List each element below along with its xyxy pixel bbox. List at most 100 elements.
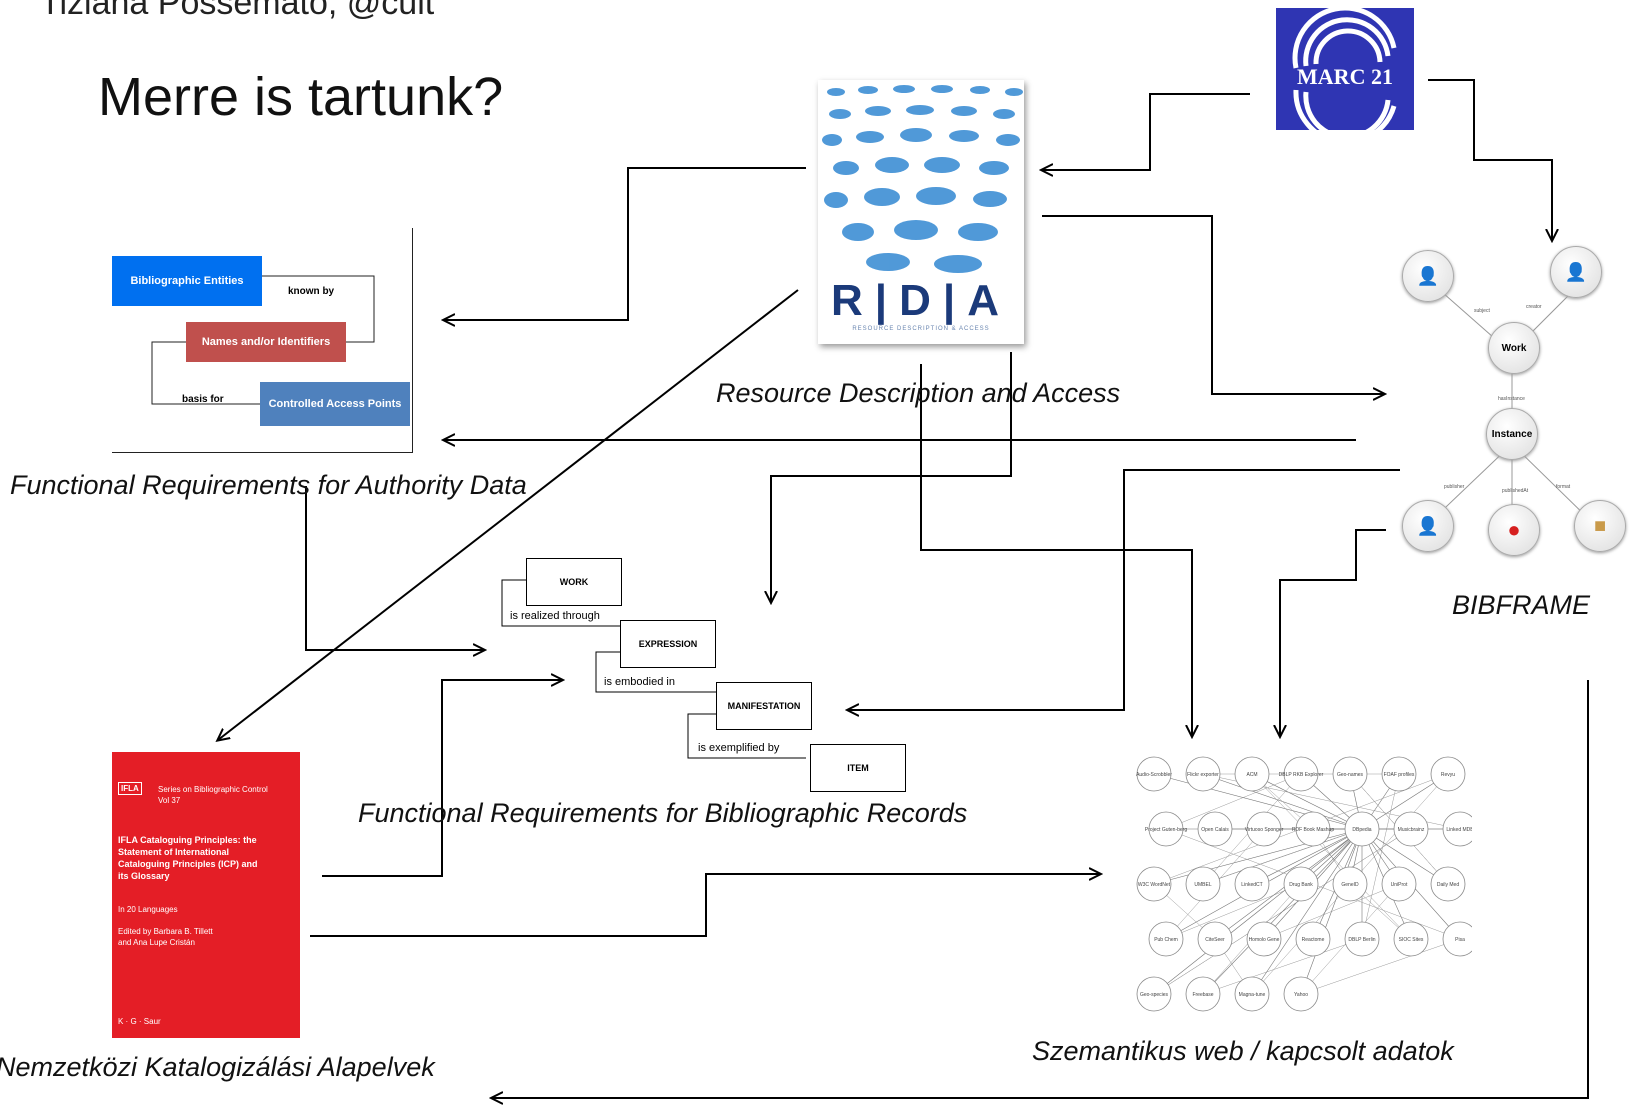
icp-book-cover: IFLA Series on Bibliographic Control Vol…	[112, 752, 300, 1038]
lod-node-label: Yahoo	[1294, 992, 1308, 998]
bibframe-format-node: ■	[1574, 500, 1626, 552]
bibframe-work-node: Work	[1488, 322, 1540, 374]
arrow-icp-to-frbr	[322, 680, 562, 877]
lod-node-label: CiteSeer	[1205, 937, 1225, 943]
caption-frad: Functional Requirements for Authority Da…	[10, 470, 527, 500]
page-title: Merre is tartunk?	[98, 67, 504, 127]
lod-node-label: Magna-tune	[1239, 992, 1266, 998]
arrow-bibframe-to-icp	[492, 680, 1589, 1098]
lod-node-label: Virtuoso Sponger	[1245, 827, 1284, 833]
lod-node	[1283, 976, 1319, 1012]
lod-node-label: W3C WordNet	[1138, 882, 1171, 888]
arrow-marc-to-rda	[1042, 93, 1250, 170]
icp-book-title: IFLA Cataloguing Principles: the Stateme…	[118, 835, 258, 881]
lod-node-label: Homolo Gene	[1249, 937, 1280, 943]
author-line: Tiziana Possemato, @cult	[40, 0, 435, 22]
lod-node	[1197, 921, 1233, 957]
lod-node	[1393, 811, 1429, 847]
frbr-diagram: WORK is realized through EXPRESSION is e…	[496, 556, 916, 796]
icp-ifla-logo: IFLA	[118, 782, 142, 795]
frad-connectors	[151, 275, 375, 405]
bibframe-format-label: format	[1556, 484, 1571, 490]
lod-node	[1430, 866, 1466, 902]
lod-node	[1234, 866, 1270, 902]
arrow-rda-to-frbr	[771, 352, 1012, 602]
lod-node-label: DBLP RKB Explorer	[1279, 772, 1324, 778]
bibframe-publisher-node: 👤	[1402, 500, 1454, 552]
lod-node-label: UMBEL	[1194, 882, 1211, 888]
lod-node-label: Musicbrainz	[1398, 827, 1425, 833]
arrow-bibframe-to-frbr	[848, 469, 1400, 710]
lod-node	[1136, 866, 1172, 902]
lod-node-label: Geo-names	[1337, 772, 1364, 778]
bibframe-creator-node: 👤	[1550, 246, 1602, 298]
lod-node-label: Daily Med	[1437, 882, 1459, 888]
frad-basis-for-label: basis for	[182, 394, 224, 405]
icp-volume: Vol 37	[158, 796, 181, 805]
lod-node-label: Flickr exporter	[1187, 772, 1219, 778]
lod-node-label: UniProt	[1391, 882, 1408, 888]
lod-node-label: LinkedCT	[1241, 882, 1262, 888]
caption-rda: Resource Description and Access	[716, 378, 1121, 408]
rda-cover-image: R|D|A RESOURCE DESCRIPTION & ACCESS	[818, 80, 1024, 344]
lod-node-label: Audio-Scrobbler	[1136, 772, 1172, 778]
bibframe-subject-node: 👤	[1402, 250, 1454, 302]
frbr-embodied-label: is embodied in	[604, 676, 675, 688]
arrow-bibframe-to-semantic	[1280, 529, 1386, 736]
lod-node	[1136, 756, 1172, 792]
icp-series: Series on Bibliographic Control	[158, 785, 268, 794]
bibframe-published-at-label: publishedAt	[1502, 488, 1529, 494]
lod-node	[1283, 866, 1319, 902]
rda-dots-pattern	[822, 85, 1023, 273]
lod-node	[1148, 921, 1184, 957]
bibframe-graph: 👤 👤 subject creator Work hasInstance Ins…	[1396, 240, 1626, 576]
frbr-item-box: ITEM	[810, 744, 906, 792]
icp-editors: Edited by Barbara B. Tillett and Ana Lup…	[118, 927, 213, 947]
marc21-label: MARC 21	[1297, 64, 1393, 89]
lod-node	[1344, 921, 1380, 957]
frbr-manifestation-box: MANIFESTATION	[716, 682, 812, 730]
bibframe-has-instance-label: hasInstance	[1498, 396, 1525, 402]
frad-access-points-box: Controlled Access Points	[260, 382, 410, 426]
caption-icp: Nemzetközi Katalogizálási Alapelvek	[0, 1052, 435, 1082]
bibframe-subject-label: subject	[1474, 308, 1490, 314]
lod-node	[1332, 756, 1368, 792]
lod-node	[1381, 866, 1417, 902]
lod-node	[1234, 756, 1270, 792]
frbr-connectors	[501, 579, 806, 759]
caption-bibframe: BIBFRAME	[1452, 590, 1591, 620]
lod-node-label: DBLP Berlin	[1348, 937, 1375, 943]
lod-node	[1246, 811, 1282, 847]
lod-node-label: Revyu	[1441, 772, 1455, 778]
lod-node	[1197, 811, 1233, 847]
lod-node-label: Pisa	[1455, 937, 1465, 943]
lod-node-label: Reactome	[1302, 937, 1325, 943]
lod-node-label: DBpedia	[1352, 827, 1371, 833]
arrow-rda-to-frad	[444, 167, 806, 320]
lod-node-label: GeneID	[1341, 882, 1359, 888]
arrow-marc-to-bibframe	[1428, 79, 1552, 240]
lod-node	[1442, 921, 1472, 957]
lod-node	[1430, 756, 1466, 792]
rda-cover-letters: R|D|A	[831, 276, 1011, 325]
lod-node	[1234, 976, 1270, 1012]
frbr-expression-box: EXPRESSION	[620, 620, 716, 668]
lod-node	[1393, 921, 1429, 957]
frad-entities-box: Bibliographic Entities	[112, 256, 262, 306]
bibframe-instance-node: Instance	[1486, 408, 1538, 460]
frad-diagram: Bibliographic Entities known by Names an…	[112, 228, 413, 453]
arrow-rda-to-bibframe	[1042, 215, 1384, 394]
lod-node-label: Open Calais	[1201, 827, 1229, 833]
caption-semantic-web: Szemantikus web / kapcsolt adatok	[1032, 1036, 1454, 1066]
lod-node	[1295, 921, 1331, 957]
arrow-rda-to-icp	[218, 289, 799, 740]
lod-node	[1381, 756, 1417, 792]
bibframe-place-node: ●	[1488, 504, 1540, 556]
lod-node	[1295, 811, 1331, 847]
icp-languages: In 20 Languages	[118, 905, 178, 914]
frbr-realized-label: is realized through	[510, 610, 600, 622]
lod-node-label: Pub Chem	[1154, 937, 1178, 943]
